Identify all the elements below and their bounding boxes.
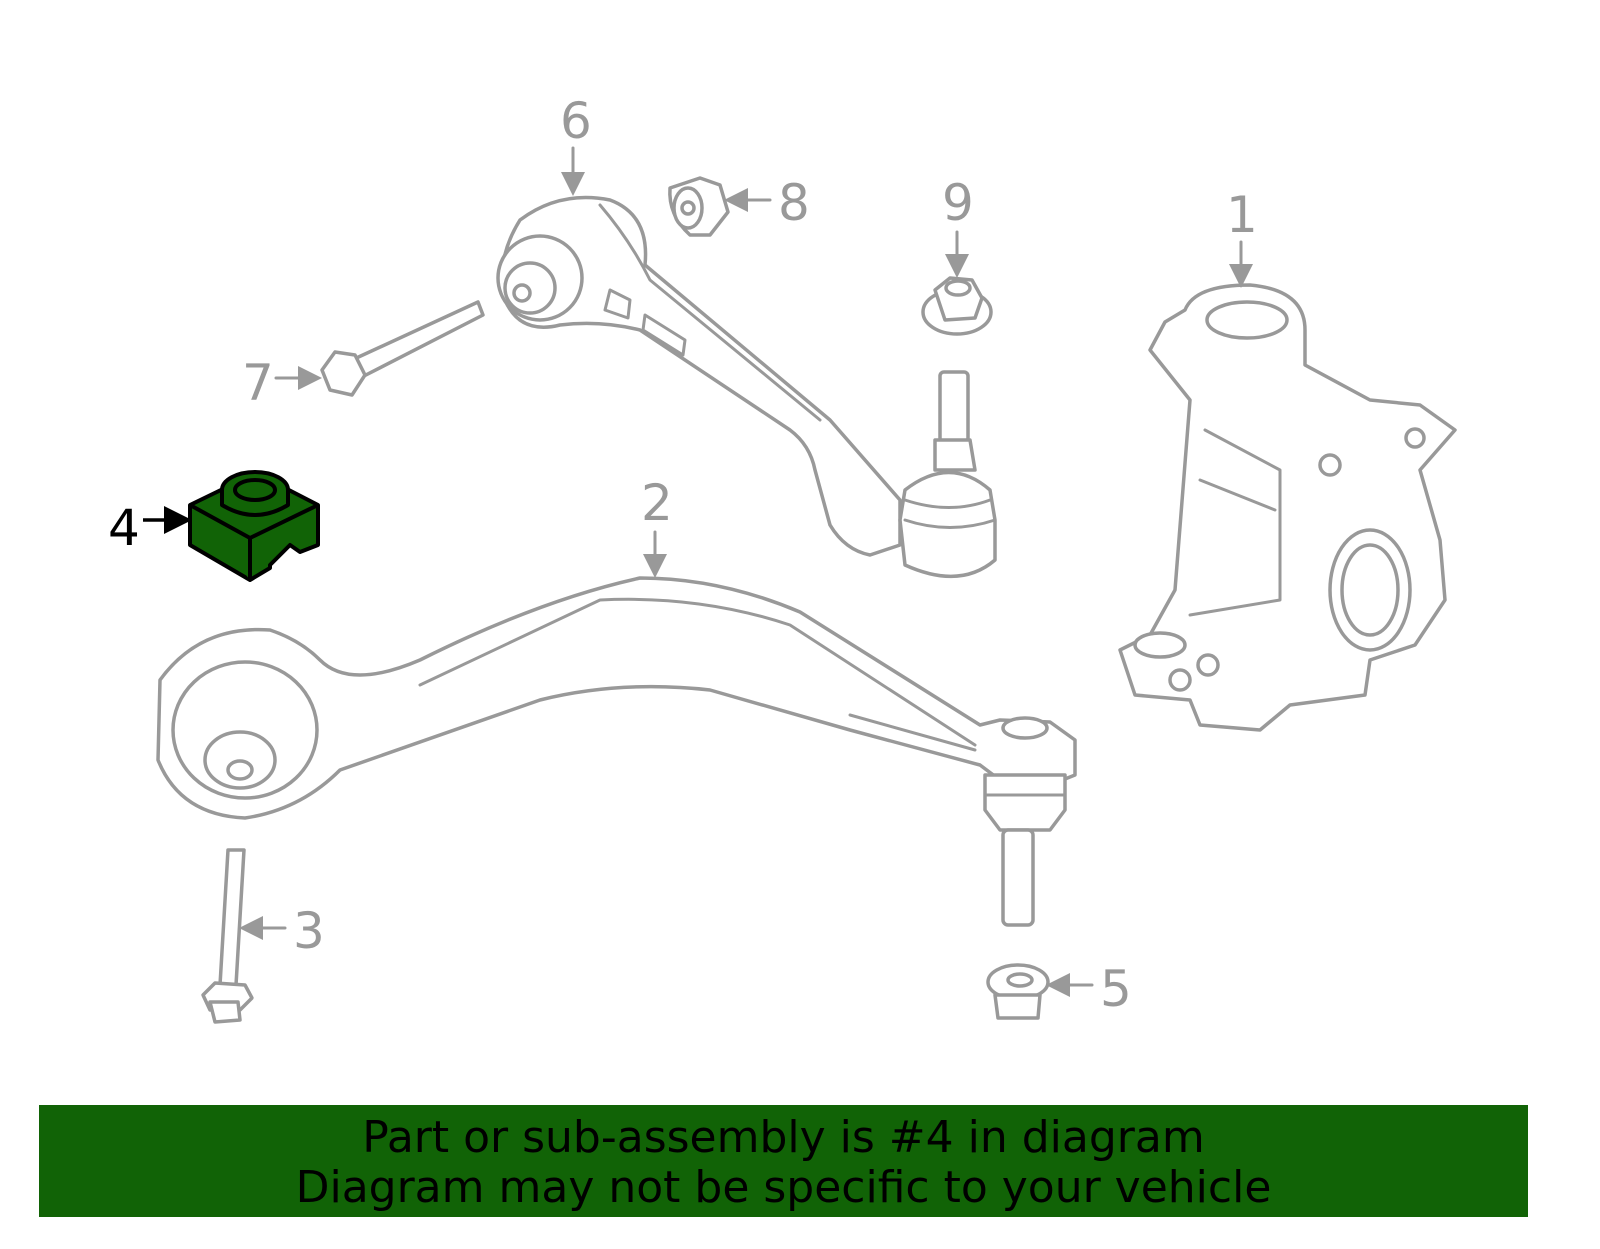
part-1-knuckle[interactable] <box>1118 283 1457 732</box>
part-4-bushing[interactable] <box>188 470 320 582</box>
part-9-nut[interactable] <box>921 276 993 336</box>
callout-2: 2 <box>641 474 673 532</box>
part-6-control-arm[interactable] <box>496 195 902 557</box>
part-2-control-arm[interactable] <box>156 576 1077 927</box>
banner-line-2: Diagram may not be specific to your vehi… <box>295 1162 1272 1213</box>
callout-5: 5 <box>1100 960 1132 1018</box>
part-7-bolt[interactable] <box>320 300 485 397</box>
callout-9: 9 <box>942 174 974 232</box>
banner-line-1: Part or sub-assembly is #4 in diagram <box>362 1112 1205 1163</box>
callout-1: 1 <box>1226 186 1258 244</box>
part-6-ball-joint[interactable] <box>898 370 997 579</box>
callout-3: 3 <box>293 902 325 960</box>
part-5-nut[interactable] <box>986 963 1050 1020</box>
callout-6: 6 <box>560 92 592 150</box>
part-8-nut[interactable] <box>668 176 730 237</box>
callout-8: 8 <box>778 174 810 232</box>
callout-4: 4 <box>108 499 140 557</box>
callout-7: 7 <box>242 354 274 412</box>
part-3-bolt[interactable] <box>201 848 254 1024</box>
info-banner: Part or sub-assembly is #4 in diagram Di… <box>39 1105 1528 1217</box>
